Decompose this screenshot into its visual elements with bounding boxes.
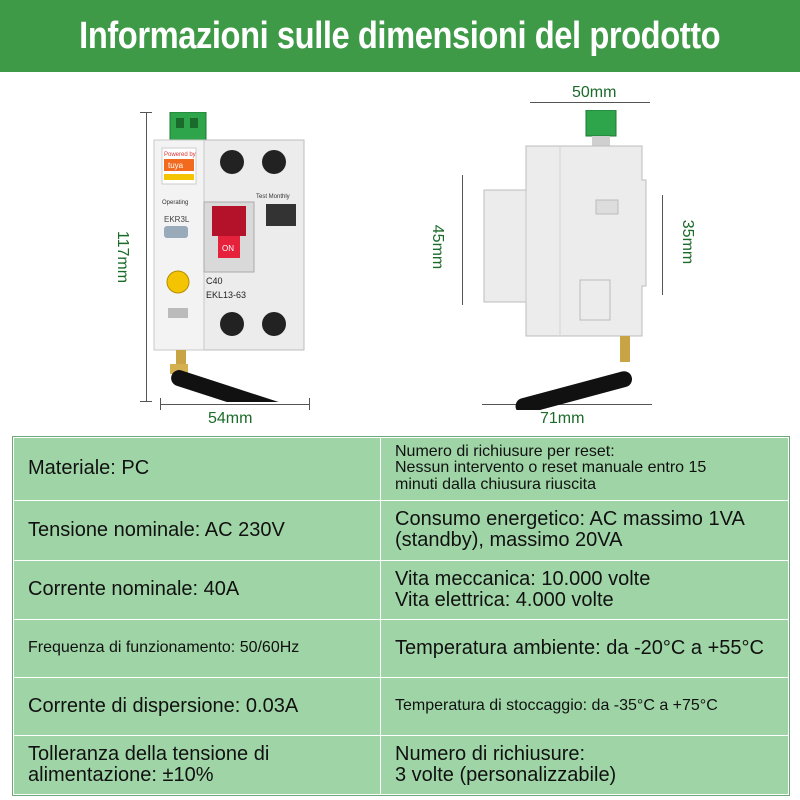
rating-label: C40 [206, 276, 223, 286]
spec-left-cell: Corrente nominale: 40A [13, 560, 381, 620]
breaker-front-view: Powered by tuya Operating Test Monthly E… [153, 112, 305, 402]
spec-right-cell: Temperatura di stoccaggio: da -35°C a +7… [380, 676, 789, 737]
spec-right-cell: Vita meccanica: 10.000 volte Vita elettr… [380, 560, 789, 620]
brand-label: Powered by [164, 152, 196, 158]
page-title: Informazioni sulle dimensioni del prodot… [79, 14, 721, 57]
front-width-line [160, 404, 310, 405]
side-top-line [530, 102, 650, 103]
spec-row: Tolleranza della tensione di alimentazio… [13, 735, 789, 795]
side-right-line [662, 195, 663, 295]
side-top-label: 50mm [572, 84, 617, 101]
spec-left-cell: Frequenza di funzionamento: 50/60Hz [13, 618, 381, 678]
model-short-label: EKR3L [164, 215, 190, 224]
tuya-logo-label: tuya [168, 161, 184, 170]
front-height-label: 117mm [114, 230, 131, 284]
side-left-line [462, 175, 463, 305]
spec-left-cell: Materiale: PC [13, 437, 381, 501]
spec-right-cell: Numero di richiusure: 3 volte (personali… [380, 735, 789, 795]
front-width-tick-left [160, 398, 161, 410]
breaker-side-view [483, 110, 647, 410]
on-label: ON [222, 244, 234, 253]
side-left-label: 45mm [429, 224, 446, 270]
operating-label: Operating [162, 200, 188, 206]
spec-left-cell: Corrente di dispersione: 0.03A [13, 676, 381, 737]
test-label: Test Monthly [256, 194, 290, 200]
front-height-tick-bottom [140, 401, 152, 402]
title-banner: Informazioni sulle dimensioni del prodot… [0, 0, 800, 72]
spec-right-cell: Temperatura ambiente: da -20°C a +55°C [380, 618, 789, 678]
front-width-label: 54mm [208, 410, 253, 427]
front-height-line [146, 112, 147, 402]
model-label: EKL13-63 [206, 290, 246, 300]
front-width-tick-right [309, 398, 310, 410]
side-bottom-line [482, 404, 652, 405]
spec-right-cell: Numero di richiusure per reset: Nessun i… [380, 437, 789, 501]
spec-left-cell: Tensione nominale: AC 230V [13, 499, 381, 562]
side-right-label: 35mm [679, 219, 696, 265]
spec-right-cell: Consumo energetico: AC massimo 1VA (stan… [380, 499, 789, 562]
side-bottom-label: 71mm [540, 410, 585, 427]
spec-left-cell: Tolleranza della tensione di alimentazio… [13, 735, 381, 795]
front-height-tick-top [140, 112, 152, 113]
